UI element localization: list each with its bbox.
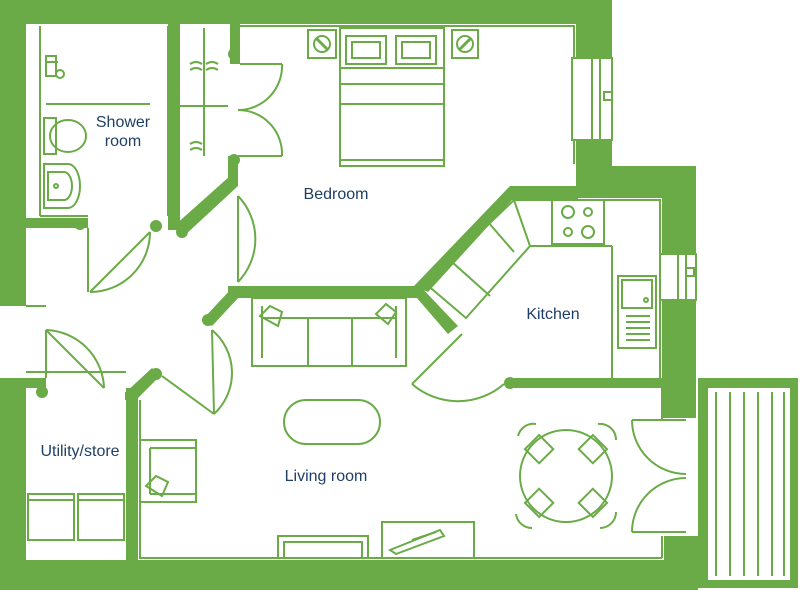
armchair-icon [139,439,197,503]
hall-outline [26,305,127,400]
door-swing-icon [45,63,687,533]
shower-room-label-line2: room [104,133,142,150]
kitchen-label: Kitchen [526,306,580,323]
sofa-icon [251,297,407,367]
window-icon [571,57,697,301]
lamp-icon [307,29,479,59]
wall-kitchen-bottom [506,378,664,388]
shower-room-label-line1: Shower [95,114,151,131]
walls [0,0,698,590]
tv-unit-icon [381,521,475,559]
coffee-table-icon [283,399,381,445]
basin-icon [43,163,81,209]
radiator [277,535,369,559]
shower-room-outline [39,26,169,292]
wall-bedroom-right [576,0,612,58]
wall-hall-diagonal [174,176,238,236]
sink-icon [617,275,657,349]
wall-utility-top [0,378,46,388]
balcony-icon [698,378,798,588]
wall-kitchen-diagonal [414,186,578,292]
utility-store-label: Utility/store [40,443,120,460]
wall-top [0,0,612,24]
dining-set-icon [515,422,618,530]
wall-wardrobe-top [230,24,240,64]
wall-living-top-left [204,288,240,326]
bedroom-label: Bedroom [303,186,369,203]
wall-left-lower [0,380,26,590]
wall-living-right-lower [664,536,698,590]
wall-kitchen-right-lower [662,300,696,418]
wall-wardrobe-lower [228,156,238,186]
wall-kitchen-right [662,166,696,254]
wardrobe [180,28,228,156]
washing-machine-icon [27,493,125,541]
bed-icon [339,27,445,167]
living-room-label: Living room [284,468,368,485]
shower-room-label: Shower room [86,113,160,151]
wall-utility-right [126,388,138,560]
living-outline [139,388,663,559]
wall-left-upper [0,0,26,306]
wall-living-top-right [410,286,458,334]
wall-living-top [228,286,418,298]
toilet-icon [43,117,87,155]
wall-bottom [0,560,698,590]
shower-icon [45,55,65,79]
hob-icon [551,199,605,245]
kitchen-units [424,198,532,320]
bedroom-outline [235,25,575,176]
wall-shower-bottom [26,218,88,228]
wall-shower-right [168,24,180,230]
